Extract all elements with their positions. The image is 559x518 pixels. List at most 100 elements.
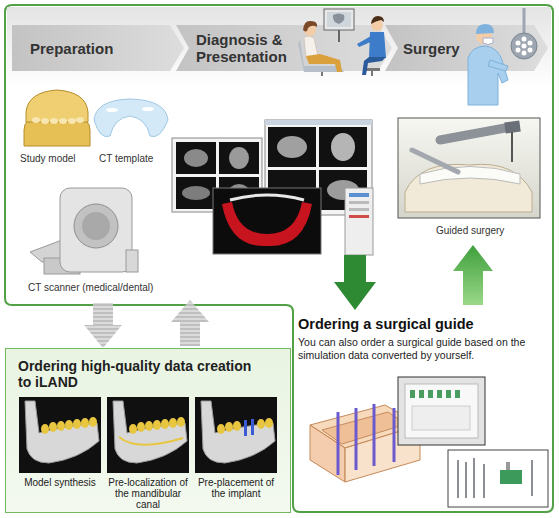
ct-template-art bbox=[106, 108, 118, 112]
flow-connector bbox=[344, 71, 366, 316]
surgical-guide-art bbox=[457, 460, 459, 498]
study-model-art bbox=[26, 90, 88, 122]
image-label: CT template bbox=[99, 153, 174, 165]
dentist-scene bbox=[303, 21, 317, 32]
surgical-guide-art bbox=[412, 406, 470, 430]
surgical-guide-art bbox=[405, 384, 478, 438]
ordering-figures bbox=[16, 397, 277, 473]
figure-box: Pre-localization of the mandibular canal bbox=[106, 397, 190, 509]
surgical-guide-art bbox=[531, 460, 533, 496]
ct-screens bbox=[172, 120, 373, 255]
ordering-figures bbox=[49, 422, 57, 432]
surgical-guide-art bbox=[337, 412, 340, 475]
guided-surgery-photo bbox=[412, 150, 458, 172]
ct-screens bbox=[176, 177, 216, 209]
dentist-scene bbox=[321, 72, 323, 76]
ct-screens bbox=[222, 202, 312, 246]
ct-screens bbox=[182, 186, 210, 200]
chevron-outline bbox=[12, 25, 184, 71]
stage-title: Surgery bbox=[403, 40, 548, 57]
ct-screens bbox=[349, 193, 369, 197]
ct-screens bbox=[176, 142, 216, 174]
ordering-figures bbox=[81, 418, 89, 428]
surgeon-figure bbox=[522, 44, 527, 49]
surgical-guide-art bbox=[338, 404, 394, 475]
ct-template-art bbox=[94, 99, 168, 137]
ct-screens bbox=[230, 195, 304, 200]
image-label: CT scanner (medical/dental) bbox=[28, 282, 188, 294]
guided-surgery-photo bbox=[405, 164, 532, 212]
surgical-guide-art bbox=[465, 462, 467, 498]
ct-screens bbox=[268, 170, 316, 210]
ct-screens bbox=[277, 136, 307, 158]
surgical-guide-art bbox=[473, 458, 475, 498]
ordering-figures bbox=[129, 424, 137, 434]
surgical-guide-art bbox=[310, 377, 548, 507]
ct-screens bbox=[349, 201, 369, 204]
ct-screens bbox=[349, 208, 369, 211]
arrow-head bbox=[453, 245, 493, 271]
ct-scanner-art bbox=[126, 250, 138, 272]
ct-screens bbox=[265, 120, 372, 215]
surgical-guide-art bbox=[455, 390, 460, 398]
ordering-figures bbox=[65, 420, 73, 430]
surgical-guide-art bbox=[448, 450, 548, 507]
surgeon-figure bbox=[476, 24, 494, 34]
arrow-head bbox=[334, 282, 376, 310]
study-model-art bbox=[68, 118, 76, 124]
order-section: Ordering a surgical guideYou can also or… bbox=[298, 316, 550, 362]
dentist-scene bbox=[298, 9, 386, 76]
guided-surgery-photo bbox=[398, 118, 540, 218]
ct-screens bbox=[327, 180, 359, 200]
surgical-guide-art bbox=[393, 408, 396, 462]
panel-heading: Ordering high-quality data creation to i… bbox=[6, 349, 290, 390]
study-model-art bbox=[50, 118, 58, 124]
ordering-figures bbox=[19, 397, 101, 473]
ct-scanner-art bbox=[82, 212, 110, 240]
ordering-figures bbox=[145, 421, 153, 431]
flow-connector bbox=[180, 71, 200, 348]
arrow-head bbox=[84, 325, 122, 348]
ordering-figures bbox=[153, 420, 161, 430]
surgeon-figure bbox=[468, 46, 508, 105]
study-model-art bbox=[76, 117, 84, 123]
ordering-figures bbox=[244, 420, 247, 436]
surgical-guide-art bbox=[410, 390, 415, 398]
study-model-art bbox=[24, 116, 90, 146]
ct-screens bbox=[184, 149, 208, 167]
surgical-guide-art bbox=[373, 404, 376, 466]
figure-caption: Pre-localization of the mandibular canal bbox=[106, 477, 190, 510]
chevron-outline bbox=[385, 25, 548, 71]
surgeon-figure bbox=[468, 8, 537, 105]
dentist-scene bbox=[306, 54, 342, 72]
surgical-guide-art bbox=[345, 425, 420, 482]
ordering-figures bbox=[195, 397, 277, 473]
surgeon-figure bbox=[476, 28, 492, 44]
ordering-figures bbox=[233, 421, 241, 431]
ordering-figures bbox=[257, 419, 265, 429]
surgical-guide-art bbox=[428, 390, 433, 398]
figure-box: Pre-placement of the implant bbox=[194, 397, 278, 509]
service-panel: Ordering high-quality data creation to i… bbox=[5, 348, 291, 513]
dentist-scene bbox=[364, 68, 380, 76]
ct-screens bbox=[213, 188, 321, 254]
guided-surgery-photo bbox=[440, 128, 505, 140]
dentist-scene bbox=[362, 57, 386, 75]
figure-box: Model synthesis bbox=[18, 397, 102, 509]
ordering-figures bbox=[201, 401, 275, 463]
block-arrow bbox=[171, 71, 209, 348]
ordering-figures bbox=[113, 401, 187, 463]
dentist-scene bbox=[369, 32, 386, 58]
surgical-guide-art bbox=[410, 390, 460, 398]
ordering-figures bbox=[57, 421, 65, 431]
ct-screens bbox=[319, 170, 367, 210]
guided-surgery-photo bbox=[511, 132, 513, 162]
dentist-scene bbox=[298, 40, 344, 72]
ct-screens bbox=[319, 127, 367, 167]
ct-screens bbox=[229, 147, 249, 169]
ct-screens bbox=[268, 127, 316, 167]
ct-template-art bbox=[94, 99, 168, 137]
surgeon-figure bbox=[516, 48, 521, 53]
surgeon-figure bbox=[516, 41, 521, 46]
